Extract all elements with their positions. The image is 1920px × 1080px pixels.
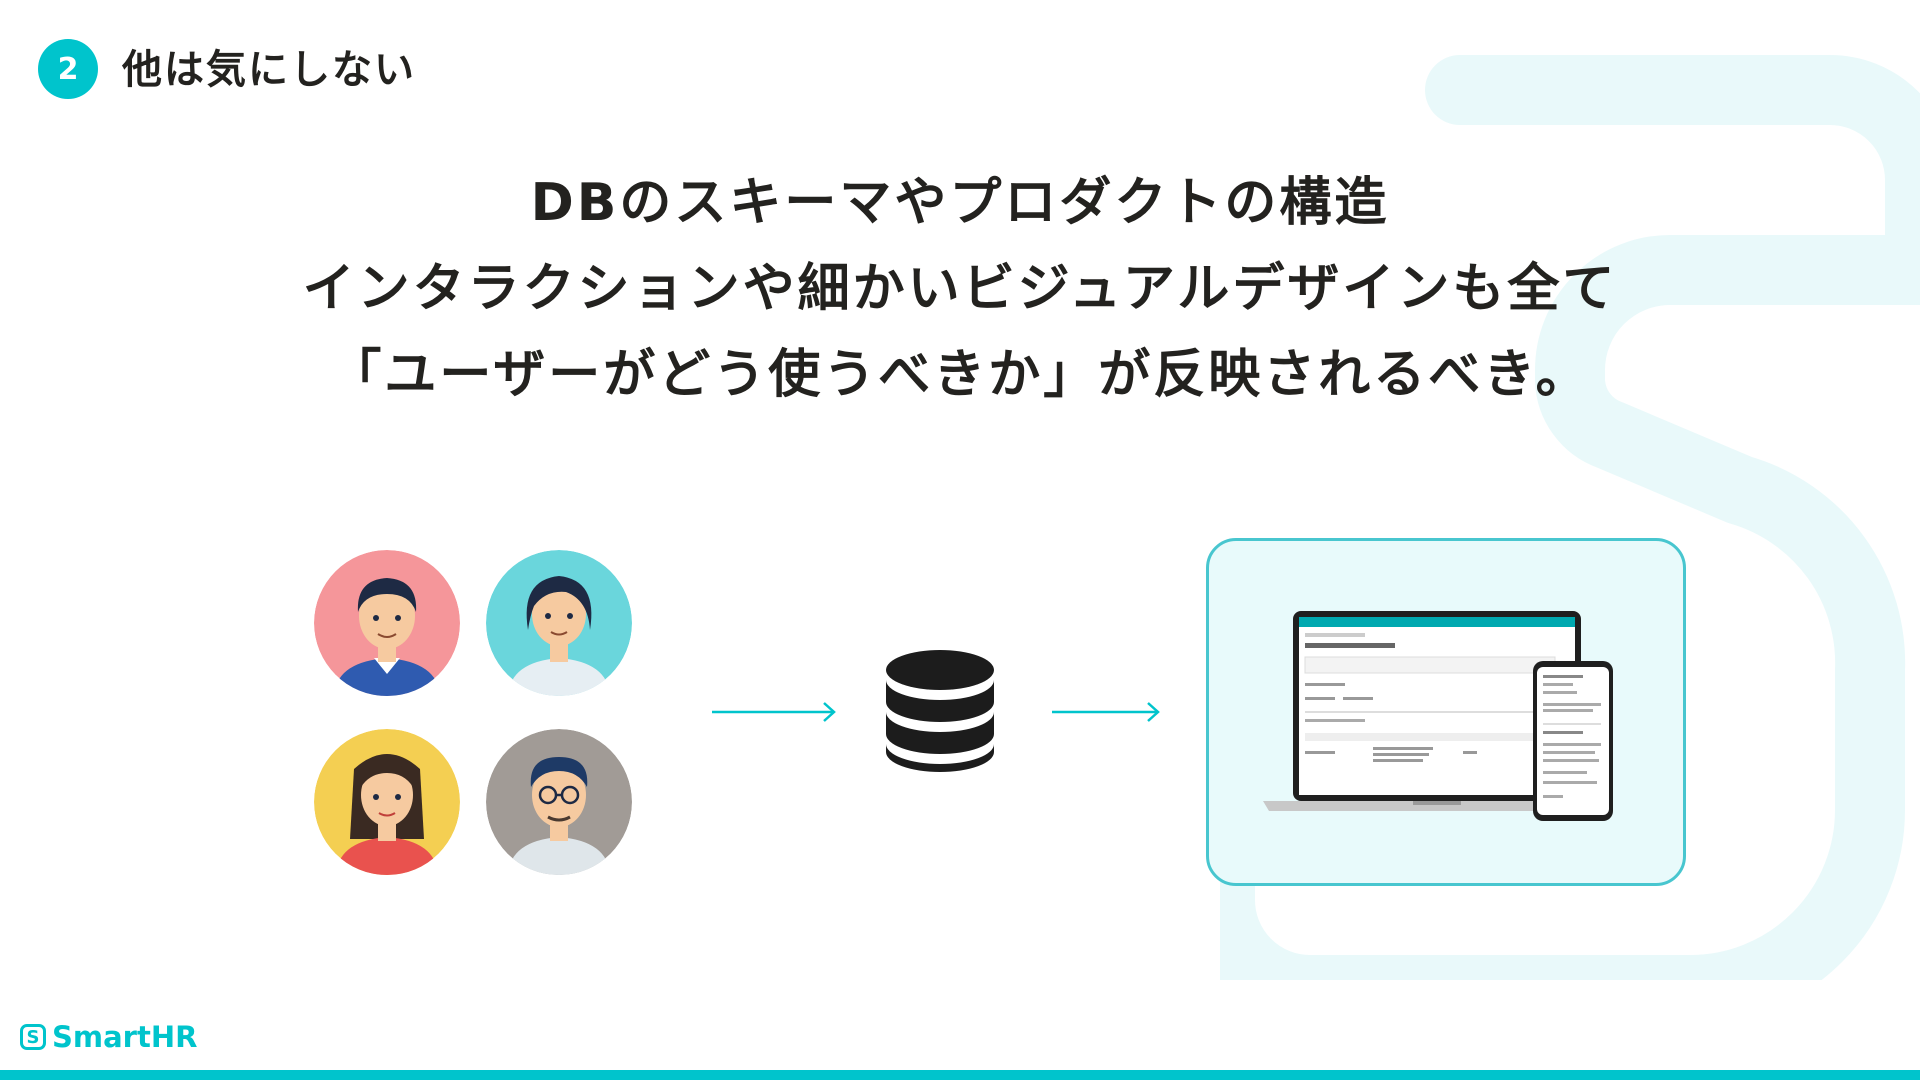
user-avatar-2 — [486, 550, 632, 696]
background-logo-outline — [1220, 55, 1920, 980]
headline-line-1: DBのスキーマやプロダクトの構造 — [530, 173, 1390, 233]
user-avatar-4 — [486, 729, 632, 875]
database-icon — [886, 650, 994, 772]
user-avatar-3 — [314, 729, 460, 875]
footer-accent-bar — [0, 1070, 1920, 1080]
footer-logo: S SmartHR — [20, 1020, 197, 1054]
headline-line-2: インタラクションや細かいビジュアルデザインも全て — [302, 259, 1618, 319]
product-screenshot-frame — [1206, 538, 1686, 886]
section-number-badge: 2 — [38, 39, 98, 99]
section-title: 他は気にしない — [122, 47, 416, 93]
smarthr-logo-icon: S — [20, 1024, 46, 1050]
footer-logo-text: SmartHR — [52, 1020, 198, 1054]
user-avatar-1 — [314, 550, 460, 696]
product-device-illustration — [1263, 611, 1613, 821]
arrow-right-icon — [1052, 702, 1160, 722]
headline-line-3: 「ユーザーがどう使うべきか」が反映されるべき。 — [329, 345, 1591, 405]
arrow-right-icon — [712, 702, 836, 722]
headline: DBのスキーマやプロダクトの構造 インタラクションや細かいビジュアルデザインも全… — [0, 160, 1920, 418]
